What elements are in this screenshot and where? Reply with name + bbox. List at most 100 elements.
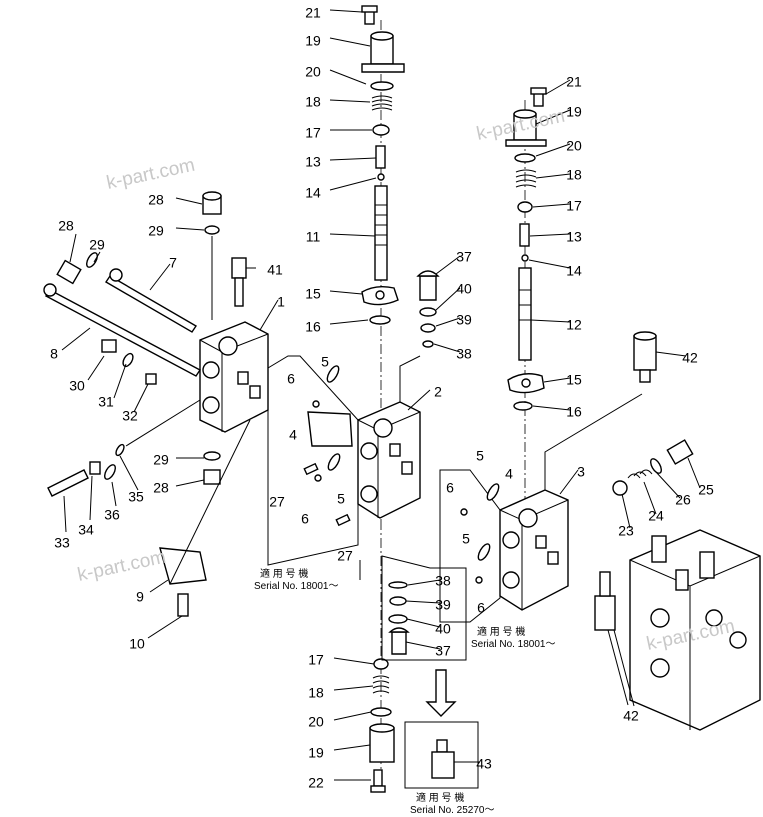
serial-note-number: Serial No. 18001～	[254, 581, 339, 592]
fittings-left	[47, 339, 221, 497]
part-number-label: 40	[435, 621, 451, 637]
part-number-label: 23	[618, 523, 634, 539]
part-number-label: 34	[78, 522, 94, 538]
relief-parts-right	[612, 439, 694, 496]
part-number-label: 13	[305, 154, 321, 170]
part-number-label: 33	[54, 535, 70, 551]
serial-box-mid	[381, 555, 467, 661]
left-plugs	[202, 191, 247, 320]
part-number-label: 21	[566, 74, 582, 90]
valve-body-1	[199, 321, 269, 433]
leader-lines	[61, 9, 701, 781]
part-number-label: 6	[446, 480, 454, 496]
part-number-label: 18	[308, 685, 324, 701]
tie-bolts	[43, 252, 202, 377]
serial-note-jp: 適 用 号 機	[416, 791, 464, 804]
part-number-label: 32	[122, 408, 138, 424]
part-number-label: 18	[305, 94, 321, 110]
part-number-label: 9	[136, 589, 144, 605]
part-number-label: 5	[476, 448, 484, 464]
part-number-label: 29	[148, 223, 164, 239]
gasket-4	[307, 411, 353, 447]
serial-box-right	[439, 469, 501, 623]
part-number-label: 22	[308, 775, 324, 791]
part-number-label: 40	[456, 281, 472, 297]
valve-body-3	[499, 393, 643, 611]
part-number-label: 19	[566, 104, 582, 120]
part-number-label: 8	[50, 346, 58, 362]
part-number-label: 31	[98, 394, 114, 410]
part-number-label: 38	[435, 573, 451, 589]
part-number-label: 37	[456, 249, 472, 265]
part-number-label: 28	[153, 480, 169, 496]
part-number-label: 17	[308, 652, 324, 668]
part-number-label: 2	[434, 384, 442, 400]
callout-labels: 2119201817131411151637403938211920181713…	[50, 5, 714, 791]
part-number-label: 43	[476, 756, 492, 772]
part-number-label: 42	[623, 708, 639, 724]
part-number-label: 26	[675, 492, 691, 508]
part-number-label: 21	[305, 5, 321, 21]
part-number-label: 41	[267, 262, 283, 278]
part-number-label: 39	[435, 597, 451, 613]
part-number-label: 16	[566, 404, 582, 420]
part-number-label: 10	[129, 636, 145, 652]
part-number-label: 28	[58, 218, 74, 234]
center-spool-stack	[361, 5, 405, 520]
part-number-label: 1	[277, 294, 285, 310]
watermark-text: k-part.com	[76, 547, 168, 586]
part-number-label: 37	[435, 643, 451, 659]
part-number-label: 29	[89, 237, 105, 253]
serial-note-number: Serial No. 18001～	[471, 639, 556, 650]
watermark-text: k-part.com	[105, 155, 197, 194]
part-number-label: 17	[566, 198, 582, 214]
part-number-label: 4	[289, 427, 297, 443]
serial-note-jp: 適 用 号 機	[260, 567, 308, 580]
part-number-label: 20	[566, 138, 582, 154]
part-number-label: 27	[269, 494, 285, 510]
part-number-label: 5	[321, 354, 329, 370]
part-number-label: 3	[577, 464, 585, 480]
part-number-label: 30	[69, 378, 85, 394]
part-number-label: 14	[566, 263, 582, 279]
lower-spool-stack	[369, 520, 395, 793]
part-number-label: 42	[682, 350, 698, 366]
valve-body-2	[357, 401, 421, 580]
part-42-upper	[633, 331, 657, 383]
part-number-label: 11	[306, 229, 321, 245]
part-number-label: 4	[505, 466, 513, 482]
part-number-label: 25	[698, 482, 714, 498]
part-number-label: 5	[337, 491, 345, 507]
part-number-label: 15	[305, 286, 321, 302]
part-number-label: 17	[305, 125, 321, 141]
part-number-label: 24	[648, 508, 664, 524]
down-arrow	[425, 669, 457, 717]
part-43	[431, 739, 455, 779]
part-number-label: 6	[287, 371, 295, 387]
serial-note-jp: 適 用 号 機	[477, 625, 525, 638]
part-number-label: 39	[456, 312, 472, 328]
part-number-label: 27	[337, 548, 353, 564]
part-number-label: 28	[148, 192, 164, 208]
part-number-label: 19	[305, 33, 321, 49]
part-number-label: 13	[566, 229, 582, 245]
part-number-label: 15	[566, 372, 582, 388]
serial-box-bottom	[404, 721, 479, 789]
part-number-label: 20	[308, 714, 324, 730]
part-number-label: 36	[104, 507, 120, 523]
part-number-label: 14	[305, 185, 321, 201]
serial-box-left	[267, 355, 359, 566]
part-number-label: 18	[566, 167, 582, 183]
part-number-label: 6	[301, 511, 309, 527]
serial-note-number: Serial No. 25270～	[410, 805, 495, 816]
assembled-valve	[594, 529, 761, 731]
part-number-label: 20	[305, 64, 321, 80]
part-number-label: 19	[308, 745, 324, 761]
part-number-label: 29	[153, 452, 169, 468]
part-number-label: 38	[456, 346, 472, 362]
relief-parts-upper	[399, 270, 440, 402]
bracket-9	[159, 419, 251, 617]
